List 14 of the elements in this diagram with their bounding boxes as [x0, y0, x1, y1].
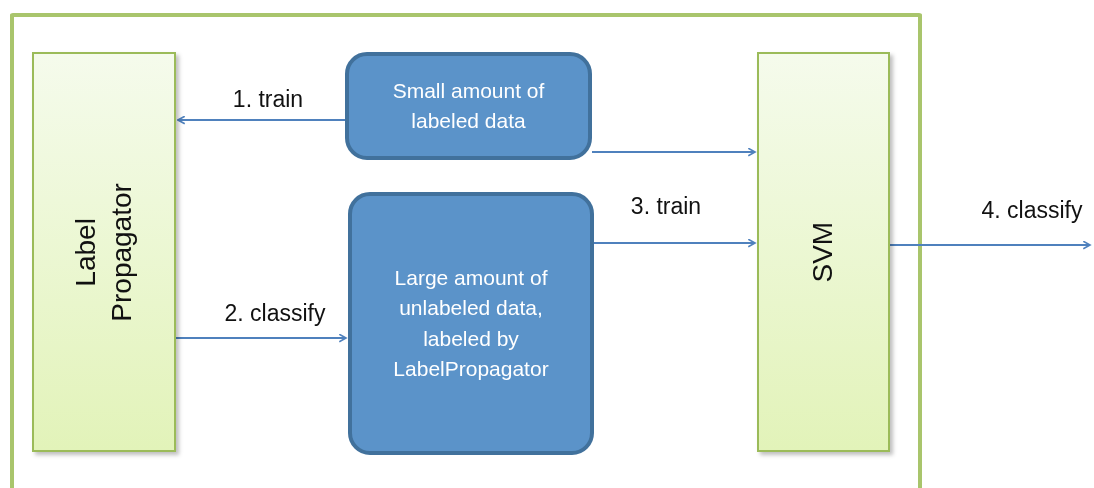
module-box	[757, 52, 890, 452]
module-label: Label Propagator	[68, 182, 138, 322]
container-frame	[10, 13, 922, 488]
arrow	[889, 240, 1091, 250]
module-label: SVM	[806, 220, 840, 285]
data-box	[345, 52, 592, 160]
arrow	[593, 238, 756, 248]
arrow	[177, 115, 346, 125]
data-label: Large amount of unlabeled data, labeled by LabelPropagator	[392, 264, 550, 382]
data-label: Small amount of labeled data	[391, 77, 546, 134]
module-box	[32, 52, 176, 452]
arrow	[175, 333, 347, 343]
data-box	[348, 192, 594, 455]
arrow	[591, 147, 756, 157]
